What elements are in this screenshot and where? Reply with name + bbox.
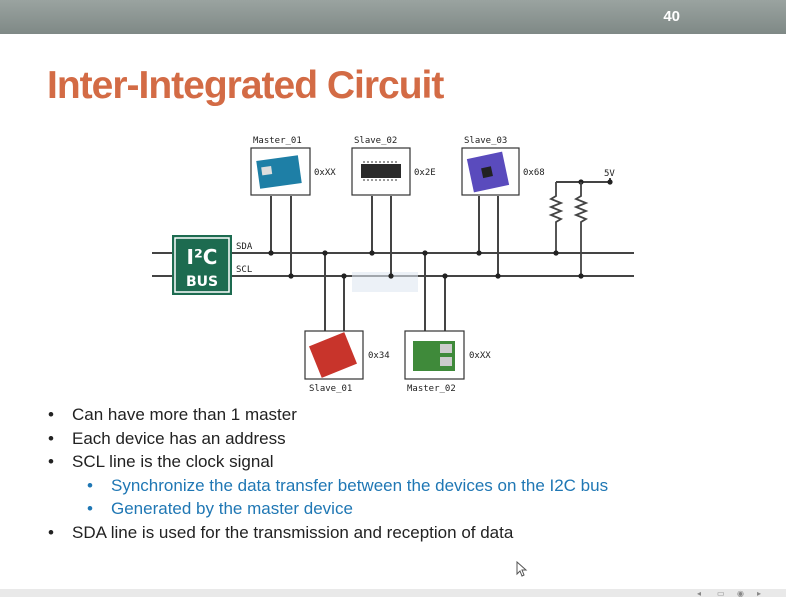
- device-address-label: 0x2E: [414, 168, 436, 178]
- chip-icon: [361, 164, 401, 178]
- device-name-label: Slave_01: [309, 384, 352, 394]
- bus-logo-bus-text: BUS: [186, 274, 218, 290]
- device-slave-01: 0x34 Slave_01: [304, 250, 390, 394]
- device-address-label: 0x34: [368, 351, 390, 361]
- i2c-bus-logo: I²C BUS: [172, 235, 232, 295]
- next-slide-icon[interactable]: ▸: [757, 589, 762, 598]
- supply-voltage-label: 5V: [604, 169, 615, 179]
- device-name-label: Master_01: [253, 136, 302, 146]
- bullet-item: Each device has an address: [46, 427, 608, 451]
- bullet-list: Can have more than 1 master Each device …: [46, 403, 608, 544]
- resistor-scl-icon: [573, 182, 589, 276]
- device-address-label: 0xXX: [469, 351, 491, 361]
- device-name-label: Slave_02: [354, 136, 397, 146]
- previous-slide-icon[interactable]: ◂: [697, 589, 702, 598]
- arduino-board-icon: [256, 155, 302, 189]
- device-name-label: Master_02: [407, 384, 456, 394]
- mouse-cursor-icon: [516, 561, 528, 577]
- presentation-bottom-bar: ◂ ▭ ◉ ▸: [0, 589, 786, 598]
- watermark-mark: [352, 272, 418, 292]
- scl-label: SCL: [236, 265, 252, 275]
- bullet-item: SDA line is used for the transmission an…: [46, 521, 608, 545]
- slide-title: Inter-Integrated Circuit: [47, 64, 444, 107]
- breakout-board-icon: [309, 332, 357, 378]
- device-address-label: 0x68: [523, 168, 545, 178]
- device-master-02: 0xXX Master_02: [404, 250, 491, 394]
- device-address-label: 0xXX: [314, 168, 336, 178]
- sub-bullet-item: Generated by the master device: [46, 497, 608, 521]
- bullet-item: Can have more than 1 master: [46, 403, 608, 427]
- sub-bullet-item: Synchronize the data transfer between th…: [46, 474, 608, 498]
- slide-notes-icon[interactable]: ▭: [717, 589, 725, 598]
- slide-header-bar: 40: [0, 0, 786, 34]
- bus-logo-i2c-text: I²C: [187, 245, 218, 269]
- device-slave-02: Slave_02 0x2E: [351, 136, 436, 279]
- slide-number: 40: [663, 8, 680, 25]
- menu-icon[interactable]: ◉: [737, 589, 744, 598]
- resistor-sda-icon: [548, 182, 564, 253]
- device-slave-03: Slave_03 0x68: [461, 136, 545, 279]
- i2c-bus-diagram: I²C BUS SDA SCL Master_01 0xXX Slave_02 …: [152, 136, 634, 394]
- bullet-item: SCL line is the clock signal: [46, 450, 608, 474]
- device-name-label: Slave_03: [464, 136, 507, 146]
- device-master-01: Master_01 0xXX: [250, 136, 336, 279]
- pull-up-resistors: 5V: [548, 169, 615, 279]
- sda-label: SDA: [236, 242, 253, 252]
